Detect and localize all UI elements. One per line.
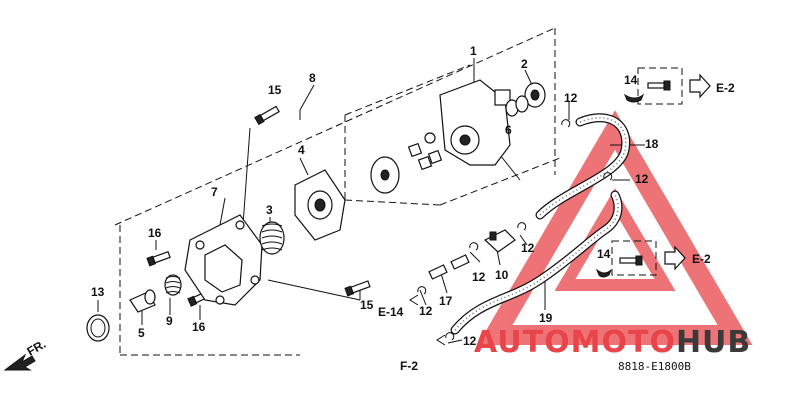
ref-e2-top: E-2 <box>716 81 735 95</box>
callout-3: 3 <box>266 203 273 217</box>
callout-14-b: 14 <box>597 247 611 261</box>
callout-18: 18 <box>645 137 659 151</box>
part-1-pump-body <box>439 79 511 166</box>
part-6-oring <box>505 95 529 117</box>
callout-17: 17 <box>439 294 453 308</box>
callout-10: 10 <box>495 268 509 282</box>
callout-16-b: 16 <box>192 320 206 334</box>
part-17-pipe <box>428 254 470 280</box>
rotor-plate <box>370 156 400 194</box>
ref-box-mid <box>611 240 657 276</box>
callout-2: 2 <box>521 57 528 71</box>
front-label: FR. <box>25 337 49 359</box>
part-14-top <box>623 80 671 103</box>
callout-1: 1 <box>470 44 477 58</box>
watermark-text-red: AUTOMOTO <box>474 325 676 360</box>
callout-5: 5 <box>138 326 145 340</box>
part-2-seal <box>524 82 546 108</box>
small-springs <box>407 132 443 171</box>
ref-e2-mid: E-2 <box>692 252 711 266</box>
callout-16-a: 16 <box>148 226 162 240</box>
callout-15-b: 15 <box>360 298 374 312</box>
callout-12-e: 12 <box>419 304 433 318</box>
ref-arrow-top-icon <box>689 73 711 99</box>
ref-f2: F-2 <box>400 359 418 373</box>
callout-9: 9 <box>166 314 173 328</box>
callout-12-c: 12 <box>521 241 535 255</box>
callout-6: 6 <box>505 123 512 137</box>
diagram-code: 8818-E1800B <box>618 360 691 373</box>
assembly-outline-outer <box>114 27 556 356</box>
callout-13: 13 <box>91 285 105 299</box>
front-arrow-icon <box>3 353 36 371</box>
callout-4: 4 <box>298 143 305 157</box>
part-7-cover <box>184 214 263 306</box>
watermark-text: AUTOMOTOHUB <box>474 325 751 360</box>
callout-8: 8 <box>309 71 316 85</box>
part-14-mid <box>595 255 643 278</box>
bolt-15-upper <box>254 105 280 126</box>
callout-7: 7 <box>211 185 218 199</box>
callout-15-a: 15 <box>268 83 282 97</box>
ref-arrow-f2-icon <box>436 334 446 346</box>
clips-12 <box>417 119 613 341</box>
callout-12-f: 12 <box>463 334 477 348</box>
callout-19: 19 <box>539 311 553 325</box>
callout-14-a: 14 <box>624 73 638 87</box>
assembly-outline-pump <box>344 64 561 206</box>
part-9-spring <box>164 274 182 296</box>
part-4-housing <box>294 169 346 241</box>
callout-12-a: 12 <box>564 91 578 105</box>
bolt-16-upper <box>146 250 171 267</box>
callout-12-b: 12 <box>635 172 649 186</box>
hose-18 <box>535 113 631 220</box>
section-refs: E-2 E-2 E-14 F-2 <box>378 81 735 373</box>
callouts: 1 2 3 4 5 6 7 8 9 10 12 12 12 12 12 12 1… <box>91 44 659 348</box>
ref-arrow-mid-icon <box>664 245 686 271</box>
bolt-15-lower <box>344 280 371 297</box>
part-10-valve <box>483 229 516 253</box>
ref-e14: E-14 <box>378 305 404 319</box>
part-3-spring <box>259 221 285 255</box>
ref-box-top <box>637 67 683 105</box>
callout-12-d: 12 <box>472 270 486 284</box>
watermark-text-dark: HUB <box>676 325 751 360</box>
hose-19 <box>450 190 623 335</box>
ref-arrow-e14-icon <box>409 294 419 306</box>
part-13-oring <box>86 314 110 342</box>
part-5-plug <box>129 289 156 313</box>
